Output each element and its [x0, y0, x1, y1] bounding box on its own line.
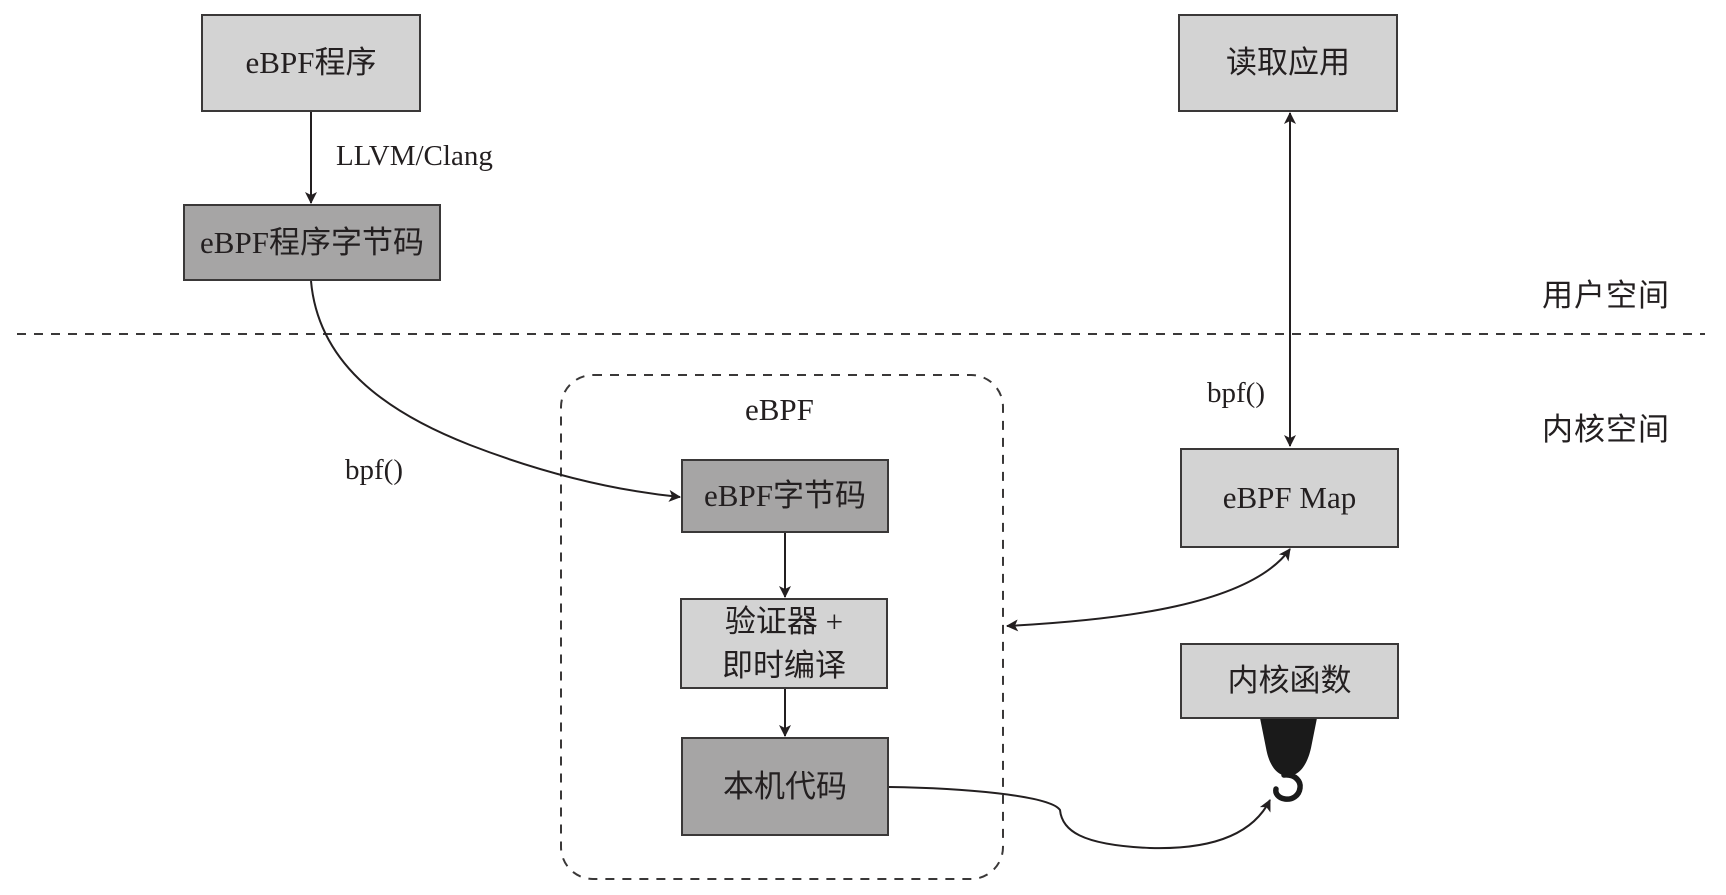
hook-icon	[1260, 718, 1317, 802]
node-ebpf-bytecode-label: eBPF字节码	[704, 478, 866, 513]
node-ebpf-map: eBPF Map	[1180, 448, 1399, 548]
node-verifier-jit-line1: 验证器 +	[724, 603, 844, 639]
node-kernel-function: 内核函数	[1180, 643, 1399, 719]
edge-ebpf-map-access	[1006, 548, 1291, 632]
edge-map-bpf-syscall-label: bpf()	[1207, 377, 1265, 409]
node-verifier-jit-line2: 即时编译	[722, 647, 846, 683]
edge-native-to-hook	[887, 786, 1271, 850]
node-native-code: 本机代码	[681, 737, 889, 836]
node-ebpf-program-bytecode: eBPF程序字节码	[183, 204, 441, 281]
ebpf-runtime-group	[560, 374, 1004, 880]
edge-load-bpf-syscall-label: bpf()	[345, 454, 403, 486]
node-ebpf-map-label: eBPF Map	[1222, 480, 1357, 515]
node-read-app-label: 读取应用	[1226, 45, 1350, 80]
node-ebpf-program-bytecode-label: eBPF程序字节码	[200, 224, 424, 260]
edge-compile-label: LLVM/Clang	[336, 140, 493, 172]
node-verifier-jit: 验证器 + 即时编译	[680, 598, 888, 689]
zone-user-space-label: 用户空间	[1542, 278, 1670, 313]
node-native-code-label: 本机代码	[723, 768, 847, 804]
node-read-app: 读取应用	[1178, 14, 1398, 112]
node-ebpf-bytecode: eBPF字节码	[681, 459, 889, 533]
ebpf-group-title: eBPF	[745, 392, 814, 427]
edge-load-bpf-syscall	[310, 280, 681, 502]
node-ebpf-program: eBPF程序	[201, 14, 421, 112]
node-kernel-function-label: 内核函数	[1227, 663, 1352, 698]
node-ebpf-program-label: eBPF程序	[245, 45, 377, 80]
zone-kernel-space-label: 内核空间	[1542, 412, 1670, 447]
